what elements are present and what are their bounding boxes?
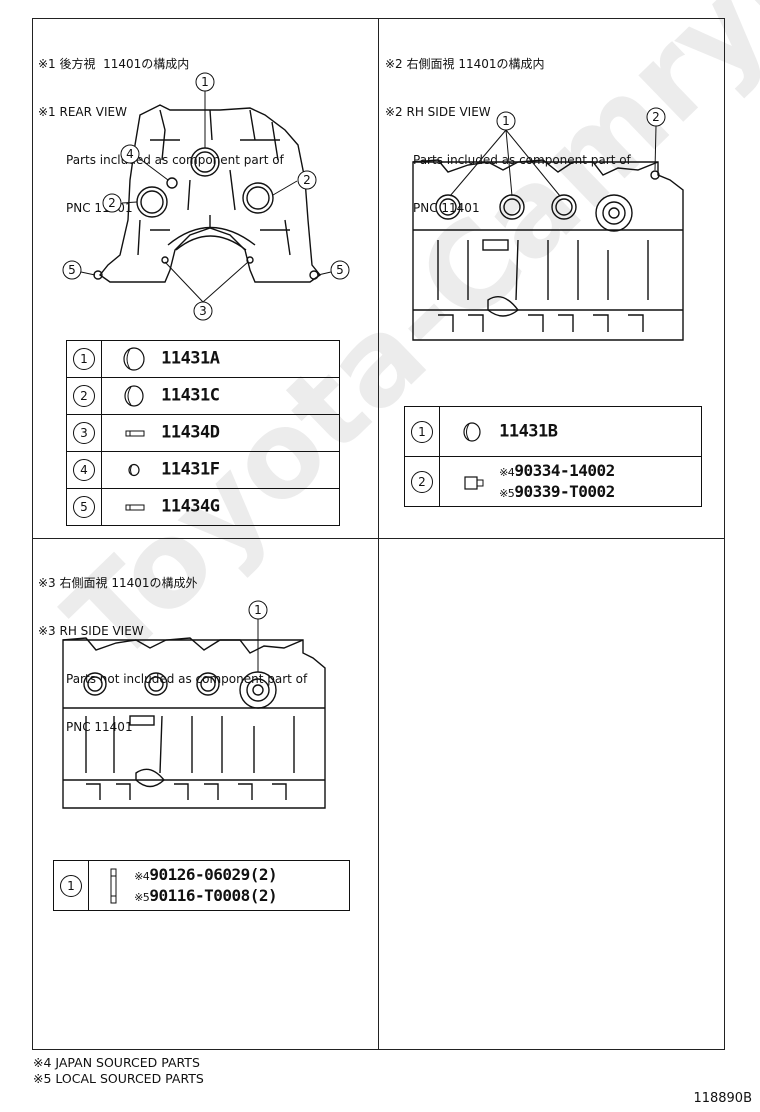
rear-callout-5b-label: 5 bbox=[336, 263, 344, 277]
rear-view-title-en: ※1 REAR VIEW bbox=[38, 105, 127, 119]
row-number: 1 bbox=[411, 420, 433, 443]
row-number: 2 bbox=[73, 385, 95, 407]
part-number-local[interactable]: 90339-T0002 bbox=[514, 481, 615, 501]
rh-view-title-en: ※2 RH SIDE VIEW bbox=[385, 105, 491, 119]
part-number[interactable]: 11431F bbox=[161, 459, 220, 480]
part-number[interactable]: 11434G bbox=[161, 496, 220, 517]
part-number[interactable]: 11431A bbox=[161, 348, 220, 369]
part-number-japan[interactable]: 90334-14002 bbox=[514, 460, 615, 480]
table-row: 1 ※490126-06029(2) ※590116-T0008(2) bbox=[53, 860, 350, 911]
row-number: 5 bbox=[73, 496, 95, 518]
row-number: 4 bbox=[73, 459, 95, 481]
table-row: 2 ※490334-14002 ※590339-T0002 bbox=[404, 456, 702, 507]
pin-icon bbox=[112, 420, 156, 446]
cap-large-icon bbox=[112, 383, 156, 409]
cap-icon bbox=[450, 419, 494, 445]
row-number: 2 bbox=[411, 470, 433, 493]
table-row: 5 11434G bbox=[66, 488, 340, 526]
rear-callout-1: 1 bbox=[195, 72, 215, 92]
cap-large-icon bbox=[112, 346, 156, 372]
row-number: 3 bbox=[73, 422, 95, 444]
row-number: 1 bbox=[60, 874, 82, 897]
mark-local: ※5 bbox=[134, 890, 150, 904]
rear-callout-2b: 2 bbox=[102, 193, 122, 213]
part-number-japan[interactable]: 90126-06029(2) bbox=[149, 864, 278, 884]
rh-out-callout-1: 1 bbox=[248, 600, 268, 620]
pin-icon bbox=[112, 494, 156, 520]
divider-vertical bbox=[378, 18, 379, 1050]
part-number[interactable]: 11431C bbox=[161, 385, 220, 406]
mark-japan: ※4 bbox=[134, 869, 150, 883]
table-row: 2 11431C bbox=[66, 377, 340, 415]
rh-callout-2: 2 bbox=[646, 107, 666, 127]
rh-callout-2-label: 2 bbox=[652, 110, 660, 124]
rear-callout-2a-label: 2 bbox=[303, 173, 311, 187]
footnote-local: ※5 LOCAL SOURCED PARTS bbox=[33, 1071, 204, 1086]
mark-local: ※5 bbox=[499, 486, 515, 500]
rear-callout-1-label: 1 bbox=[201, 75, 209, 89]
rh-callout-1-label: 1 bbox=[502, 114, 510, 128]
part-number-local[interactable]: 90116-T0008(2) bbox=[149, 885, 278, 905]
table-row: 1 11431A bbox=[66, 340, 340, 378]
rear-callout-5a-label: 5 bbox=[68, 263, 76, 277]
rear-callout-3: 3 bbox=[193, 301, 213, 321]
rh-view-engine-block-drawing: 1 2 bbox=[412, 107, 684, 341]
mark-japan: ※4 bbox=[499, 465, 515, 479]
table-row: 4 11431F bbox=[66, 451, 340, 489]
part-number[interactable]: 11434D bbox=[161, 422, 220, 443]
rear-callout-5a: 5 bbox=[62, 260, 82, 280]
rear-callout-5b: 5 bbox=[330, 260, 350, 280]
rh-view-title-jp: ※2 右側面視 11401の構成内 bbox=[385, 57, 545, 71]
rh-view-parts-table: 1 11431B 2 ※490334-14002 ※590339-T0002 bbox=[404, 406, 702, 507]
table-row: 3 11434D bbox=[66, 414, 340, 452]
rear-callout-4-label: 4 bbox=[126, 147, 134, 161]
cap-small-icon bbox=[112, 457, 156, 483]
footnote-japan: ※4 JAPAN SOURCED PARTS bbox=[33, 1055, 200, 1070]
stud-bolt-icon bbox=[99, 868, 129, 903]
rear-callout-4: 4 bbox=[120, 144, 140, 164]
rear-callout-3-label: 3 bbox=[199, 304, 207, 318]
rear-view-parts-table: 1 11431A 2 11431C 3 11434D 4 11431F 5 11… bbox=[66, 340, 340, 526]
document-id: 118890B bbox=[693, 1091, 752, 1106]
row-number: 1 bbox=[73, 348, 95, 370]
rear-view-title-jp: ※1 後方視 11401の構成内 bbox=[38, 57, 190, 71]
rear-callout-2b-label: 2 bbox=[108, 196, 116, 210]
rh-out-view-title-jp: ※3 右側面視 11401の構成外 bbox=[38, 576, 198, 590]
part-number[interactable]: 11431B bbox=[499, 421, 558, 441]
rh-out-callout-1-label: 1 bbox=[254, 603, 262, 617]
rear-callout-2a: 2 bbox=[297, 170, 317, 190]
rh-out-view-title-en: ※3 RH SIDE VIEW bbox=[38, 624, 144, 638]
table-row: 1 11431B bbox=[404, 406, 702, 457]
plug-icon bbox=[450, 469, 494, 495]
divider-horizontal bbox=[32, 538, 725, 539]
rh-callout-1: 1 bbox=[496, 111, 516, 131]
rh-out-view-engine-block-drawing: 1 bbox=[62, 600, 326, 809]
rh-out-view-parts-table: 1 ※490126-06029(2) ※590116-T0008(2) bbox=[53, 860, 350, 911]
rear-view-engine-block-drawing: 1 2 2 3 4 5 5 bbox=[62, 72, 350, 321]
